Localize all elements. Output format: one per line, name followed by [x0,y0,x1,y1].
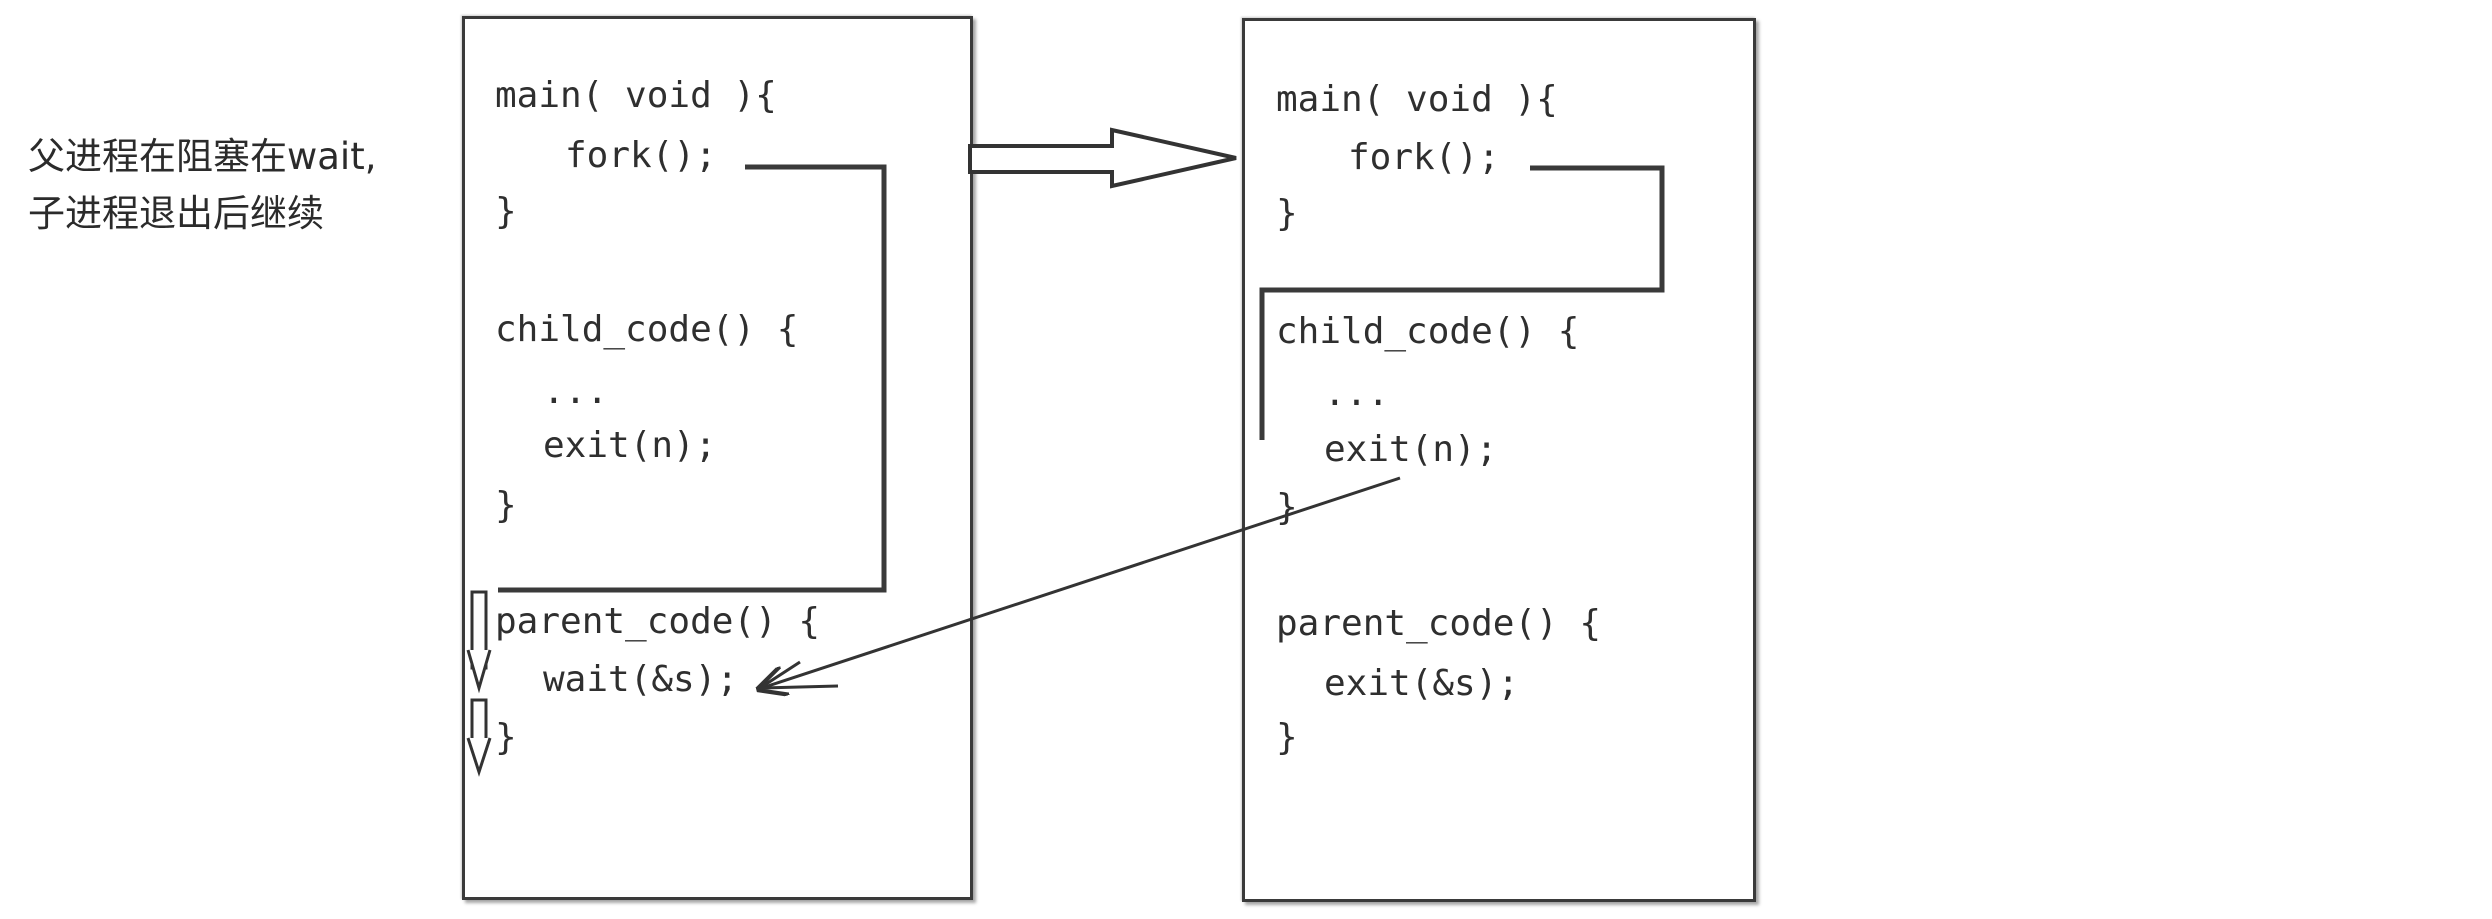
left-main-close: } [495,191,517,232]
left-main-line: main( void ){ [495,75,777,116]
left-fork-line: fork(); [565,135,717,176]
right-main-line: main( void ){ [1276,79,1558,120]
left-child-exit: exit(n); [543,425,717,466]
right-fork-line: fork(); [1348,137,1500,178]
left-parent-wait: wait(&s); [543,659,739,700]
right-main-close: } [1276,193,1298,234]
right-child-close: } [1276,487,1298,528]
right-child-exit: exit(n); [1324,429,1498,470]
left-parent-header: parent_code() { [495,601,821,642]
child-process-panel [1242,18,1756,902]
left-child-header: child_code() { [495,309,799,350]
right-parent-header: parent_code() { [1276,603,1602,644]
parent-process-panel [462,16,973,900]
right-child-header: child_code() { [1276,311,1580,352]
left-child-ellipsis: ... [543,371,609,412]
right-parent-close: } [1276,717,1298,758]
annotation-line-1: 父进程在阻塞在wait, [28,135,377,178]
fork-transition-arrow [968,127,1237,189]
left-parent-close: } [495,717,517,758]
annotation-note: 父进程在阻塞在wait, 子进程退出后继续 [28,128,376,242]
annotation-line-2: 子进程退出后继续 [28,192,324,235]
right-parent-exit: exit(&s); [1324,663,1520,704]
left-child-close: } [495,485,517,526]
right-child-ellipsis: ... [1324,373,1390,414]
